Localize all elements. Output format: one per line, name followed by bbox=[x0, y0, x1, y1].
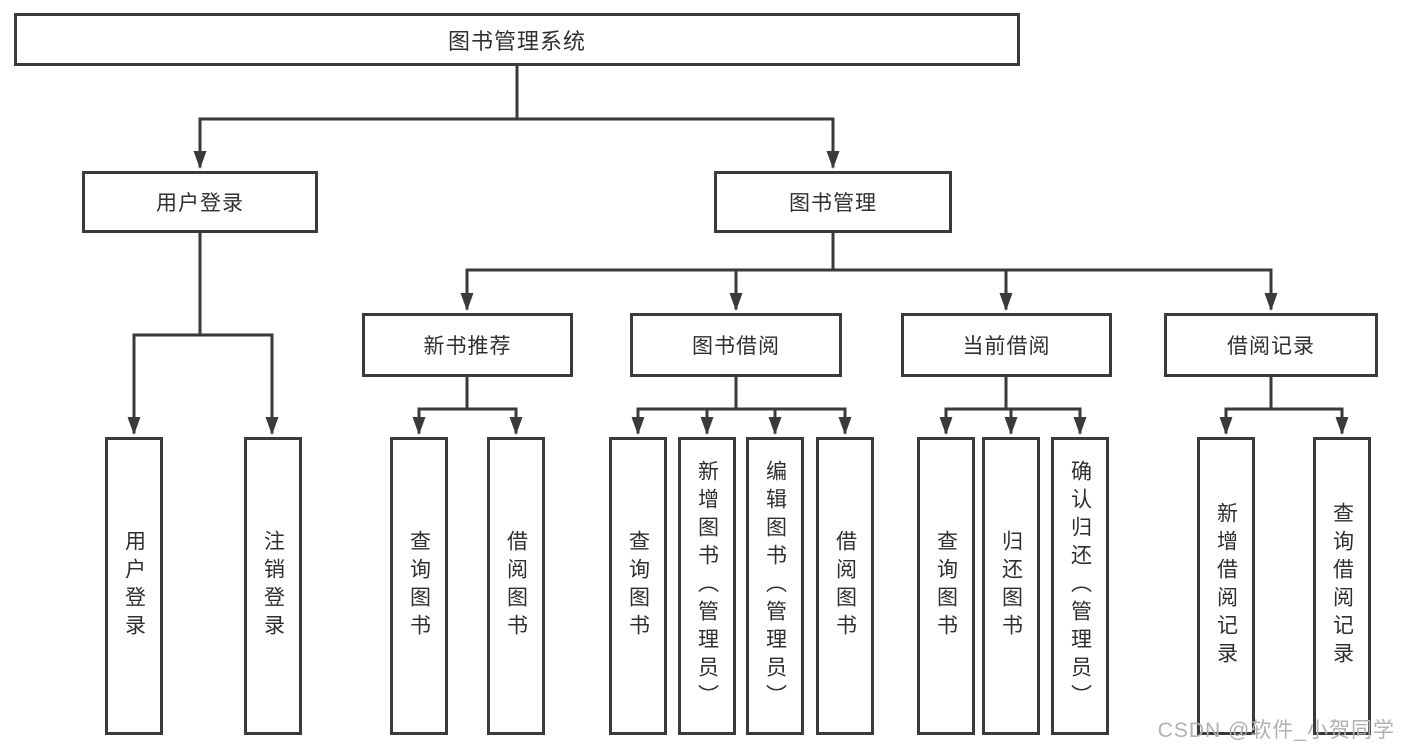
node-label: 编辑图书（管理员） bbox=[763, 460, 787, 712]
node-leaf-borrow-books: 借阅图书 bbox=[816, 437, 874, 735]
csdn-watermark: CSDN @软件_小贺同学 bbox=[1157, 719, 1395, 742]
connector-user-login-rail bbox=[132, 231, 274, 337]
node-leaf-logout: 注销登录 bbox=[244, 437, 302, 735]
node-leaf-query-borrow-record: 查询借阅记录 bbox=[1313, 437, 1371, 735]
node-label: 查询图书 bbox=[934, 530, 958, 642]
connector-borrow-records-rail bbox=[1224, 375, 1344, 411]
node-leaf-add-borrow-record: 新增借阅记录 bbox=[1197, 437, 1255, 735]
node-label: 查询图书 bbox=[626, 530, 650, 642]
node-book-management: 图书管理 bbox=[714, 171, 952, 233]
node-label: 借阅图书 bbox=[833, 530, 857, 642]
node-label: 新增图书（管理员） bbox=[695, 460, 719, 712]
node-leaf-borrow-books: 借阅图书 bbox=[487, 437, 545, 735]
node-leaf-query-books: 查询图书 bbox=[917, 437, 975, 735]
node-label: 新增借阅记录 bbox=[1214, 502, 1238, 670]
node-label: 图书管理系统 bbox=[447, 28, 586, 54]
node-leaf-query-books: 查询图书 bbox=[609, 437, 667, 735]
node-leaf-user-login: 用户登录 bbox=[105, 437, 163, 735]
connector-root-rail bbox=[198, 64, 835, 121]
node-label: 归还图书 bbox=[999, 530, 1023, 642]
node-label: 当前借阅 bbox=[962, 335, 1051, 358]
connector-new-book-rail bbox=[417, 375, 518, 411]
node-new-book-recommendation: 新书推荐 bbox=[362, 313, 573, 377]
connector-book-borrow-rail bbox=[636, 375, 847, 411]
connector-book-mgmt-rail bbox=[465, 231, 1273, 272]
node-current-borrowing: 当前借阅 bbox=[901, 313, 1112, 377]
node-label: 查询借阅记录 bbox=[1330, 502, 1354, 670]
node-label: 确认归还（管理员） bbox=[1068, 460, 1092, 712]
node-leaf-confirm-return-admin: 确认归还（管理员） bbox=[1051, 437, 1109, 735]
node-label: 图书借阅 bbox=[692, 335, 780, 358]
node-label: 注销登录 bbox=[261, 530, 285, 642]
node-label: 借阅记录 bbox=[1227, 335, 1315, 358]
node-label: 用户登录 bbox=[156, 192, 244, 215]
connector-current-borrow-rail bbox=[944, 375, 1082, 411]
node-label: 新书推荐 bbox=[423, 335, 512, 358]
node-leaf-return-books: 归还图书 bbox=[982, 437, 1040, 735]
node-label: 查询图书 bbox=[407, 530, 431, 642]
node-label: 图书管理 bbox=[789, 192, 877, 215]
node-leaf-edit-books-admin: 编辑图书（管理员） bbox=[746, 437, 804, 735]
node-label: 借阅图书 bbox=[504, 530, 528, 642]
node-borrowing-records: 借阅记录 bbox=[1164, 313, 1378, 377]
node-book-borrowing: 图书借阅 bbox=[630, 313, 842, 377]
node-label: 用户登录 bbox=[122, 530, 146, 642]
node-leaf-add-books-admin: 新增图书（管理员） bbox=[678, 437, 736, 735]
node-leaf-query-books: 查询图书 bbox=[390, 437, 448, 735]
node-user-login: 用户登录 bbox=[82, 171, 318, 233]
node-library-management-system: 图书管理系统 bbox=[14, 13, 1020, 66]
